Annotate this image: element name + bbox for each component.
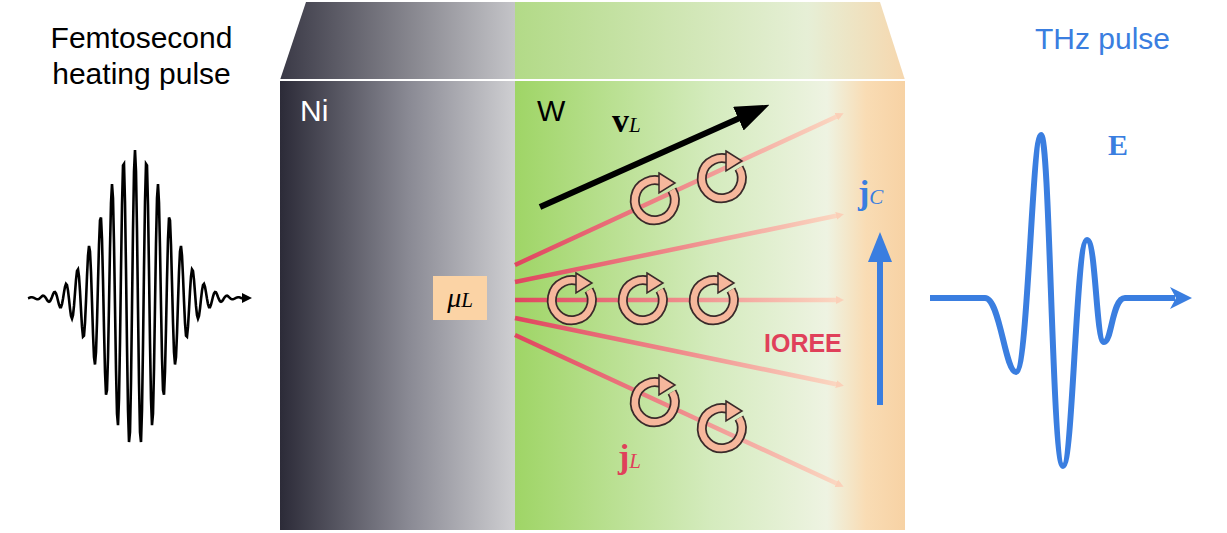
edge-line [280, 79, 905, 81]
femtosecond-pulse [28, 150, 245, 442]
lorentz-ray [515, 115, 840, 265]
lorentz-ray [515, 298, 840, 303]
velocity-arrow [540, 117, 742, 207]
effect-label: IOREE [764, 329, 842, 358]
w-layer-region: W [515, 80, 905, 530]
current-label: jC [858, 176, 883, 210]
thz-pulse [930, 135, 1175, 466]
pulse-title: Femtosecond heating pulse [24, 20, 259, 92]
orbital-moment [702, 151, 742, 198]
ni-layer-region: Ni μL [280, 80, 515, 530]
field-label: E [1108, 128, 1128, 162]
orbital-moment [635, 173, 675, 220]
orbital-moment [552, 273, 592, 320]
w-layer [515, 80, 905, 530]
lorentz-rays [515, 115, 840, 485]
current-arrow [877, 258, 883, 405]
ni-top-face [280, 2, 515, 80]
ni-layer [280, 80, 515, 530]
orbital-moment [635, 375, 675, 422]
current-label: jL [618, 440, 641, 474]
chemical-potential-box: μL [433, 276, 487, 320]
w-top-face [515, 2, 905, 80]
pulse-arrowhead [242, 293, 252, 303]
node-label: μL [447, 284, 473, 312]
orbital-moment [702, 401, 742, 448]
orbital-moment [694, 273, 734, 320]
lorentz-ray [515, 215, 840, 282]
pulse-title: THz pulse [1035, 22, 1170, 56]
velocity-label: vL [612, 104, 641, 138]
thz-arrowhead [1170, 287, 1192, 309]
orbital-spins [552, 151, 742, 448]
node-label: Ni [300, 94, 328, 128]
node-label: W [537, 94, 565, 128]
orbital-moment [623, 273, 663, 320]
lorentz-ray [515, 335, 840, 485]
